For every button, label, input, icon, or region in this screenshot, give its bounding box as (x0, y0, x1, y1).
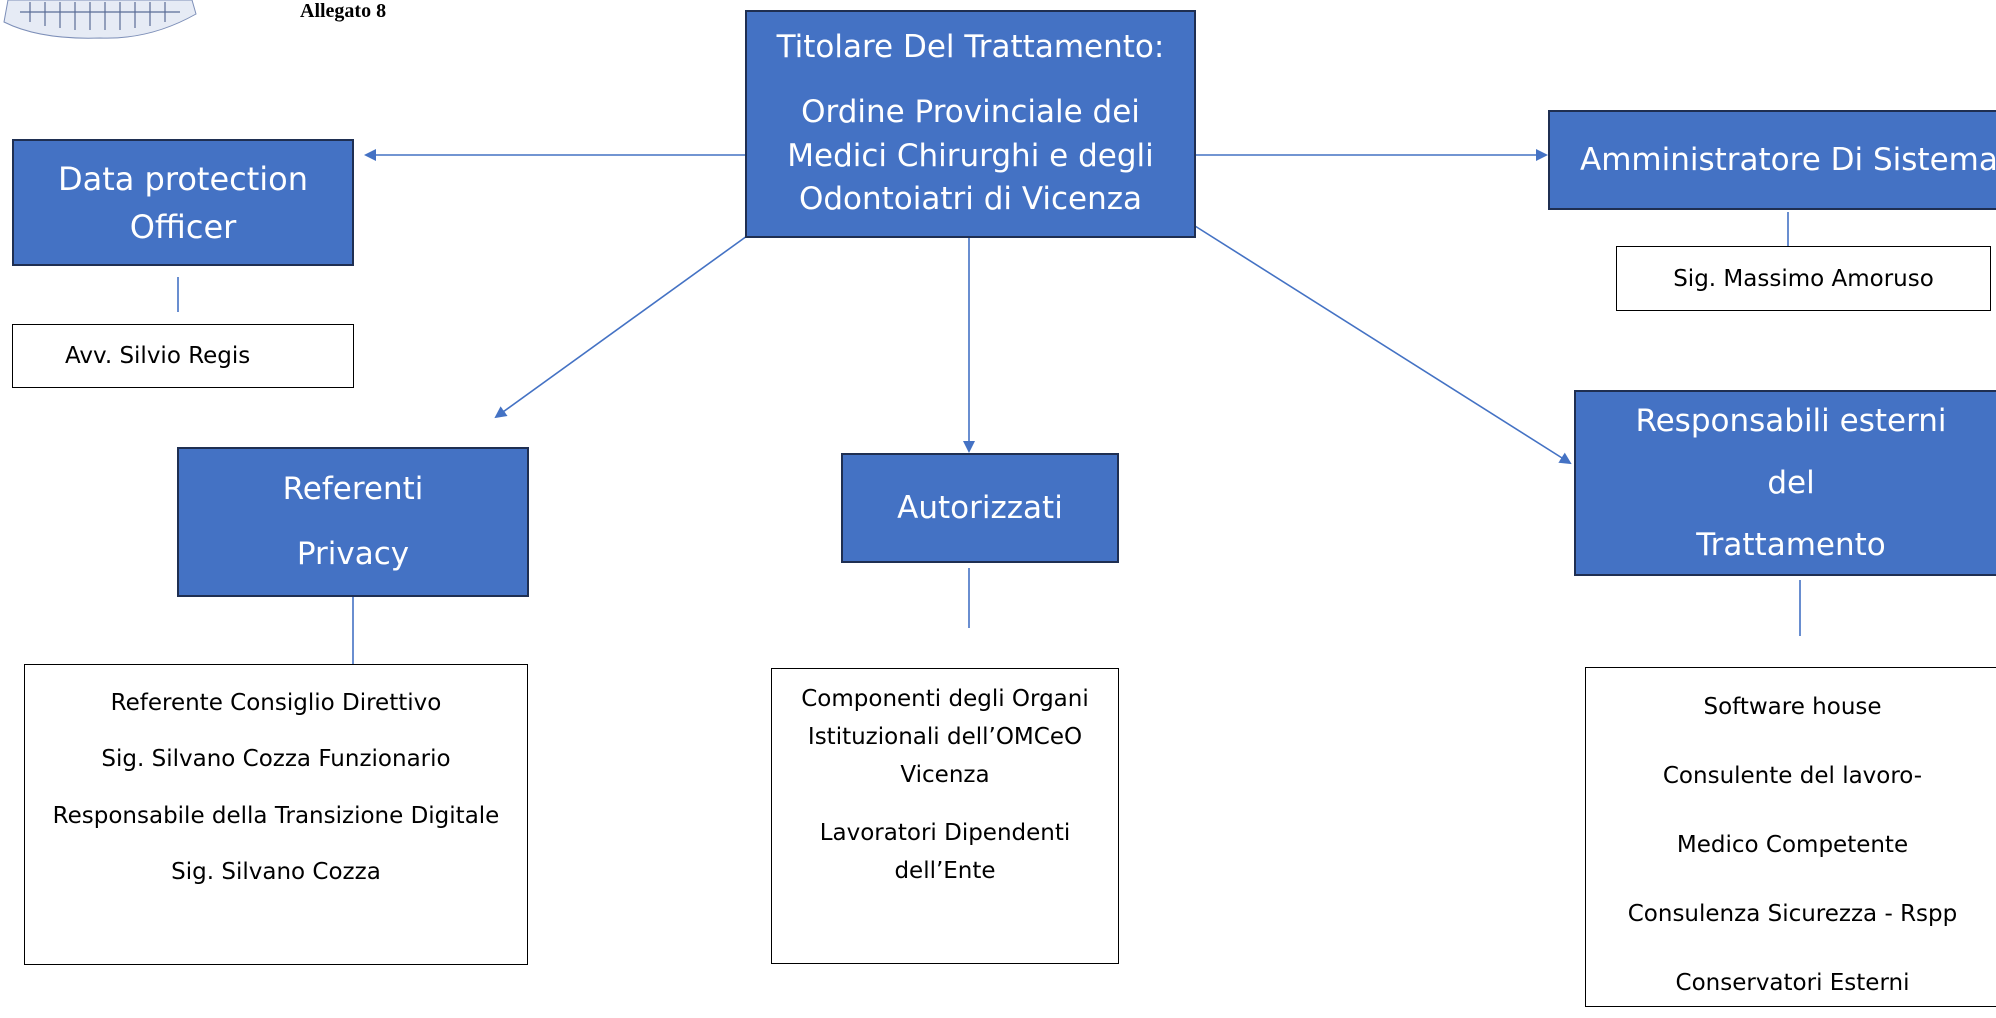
connector-lines (177, 149, 1801, 664)
list-item: Medico Competente (1676, 832, 1909, 858)
list-item: Vicenza (900, 761, 990, 788)
list-item: Conservatori Esterni (1675, 970, 1910, 996)
list-item: Software house (1703, 694, 1882, 720)
list-item: Consulenza Sicurezza - Rspp (1627, 901, 1958, 927)
dpo-title: Data protection (57, 159, 309, 198)
responsabili-title: Responsabili esterni (1635, 403, 1947, 439)
responsabili-title: Trattamento (1696, 527, 1886, 563)
autorizzati-title: Autorizzati (897, 490, 1063, 526)
responsabili-list-box: Software house Consulente del lavoro- Me… (1585, 667, 1996, 1007)
responsabili-title: del (1767, 465, 1815, 501)
list-item: Sig. Silvano Cozza Funzionario (101, 746, 451, 773)
list-item: Istituzionali dell’OMCeO (807, 723, 1083, 750)
list-item: Componenti degli Organi (801, 686, 1089, 712)
titolare-box: Titolare Del Trattamento: Ordine Provinc… (745, 10, 1196, 238)
amministratore-person-name: Sig. Massimo Amoruso (1673, 265, 1934, 292)
amministratore-person-box: Sig. Massimo Amoruso (1616, 246, 1991, 311)
arrow-to-referenti (494, 235, 748, 419)
amministratore-title: Amministratore Di Sistema (1580, 142, 1996, 178)
referenti-list-box: Referente Consiglio Direttivo Sig. Silva… (24, 664, 528, 965)
autorizzati-box: Autorizzati (841, 453, 1119, 563)
list-item: dell’Ente (894, 857, 996, 884)
titolare-line: Ordine Provinciale dei (801, 94, 1140, 131)
responsabili-box: Responsabili esterni del Trattamento (1574, 390, 1996, 576)
dpo-box: Data protection Officer (12, 139, 354, 266)
list-item: Lavoratori Dipendenti (819, 819, 1071, 846)
autorizzati-list-box: Componenti degli Organi Istituzionali de… (771, 668, 1119, 964)
building-logo-icon (0, 0, 200, 40)
titolare-line: Odontoiatri di Vicenza (798, 181, 1143, 218)
dpo-title: Officer (129, 207, 237, 246)
list-item: Sig. Silvano Cozza (171, 859, 381, 886)
dpo-person-box: Avv. Silvio Regis (12, 324, 354, 388)
titolare-heading: Titolare Del Trattamento: (776, 29, 1165, 65)
arrow-to-responsabili (1194, 225, 1572, 465)
titolare-line: Medici Chirurghi e degli (787, 137, 1154, 174)
list-item: Referente Consiglio Direttivo (110, 690, 442, 716)
list-item: Responsabile della Transizione Digitale (52, 802, 500, 829)
list-item: Consulente del lavoro- (1662, 763, 1923, 789)
referenti-title: Privacy (296, 536, 410, 572)
referenti-title: Referenti (282, 470, 424, 507)
dpo-person-name: Avv. Silvio Regis (65, 343, 251, 369)
amministratore-box: Amministratore Di Sistema (1548, 110, 1996, 210)
referenti-box: Referenti Privacy (177, 447, 529, 597)
attachment-label: Allegato 8 (300, 0, 387, 22)
